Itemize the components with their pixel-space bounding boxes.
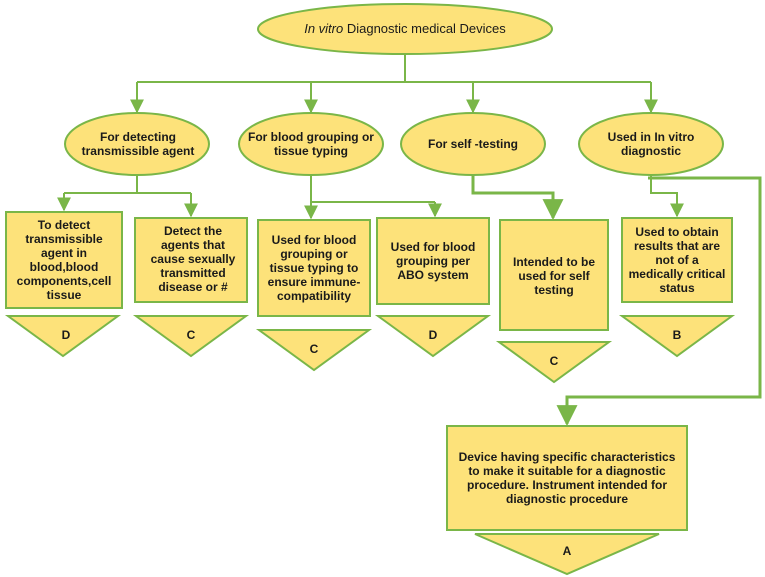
box-non-critical-results xyxy=(621,217,733,303)
box-device-characteristics xyxy=(446,425,688,531)
category-node-blood-grouping xyxy=(238,112,384,176)
box-abo-system xyxy=(376,217,490,305)
box-detect-transmissible xyxy=(5,211,123,309)
class-triangle-d-1 xyxy=(4,315,122,358)
connector-to-box-non-critical xyxy=(650,175,684,218)
category-node-in-vitro-diagnostic xyxy=(578,112,724,176)
class-triangle-c-2 xyxy=(255,329,373,372)
connector-to-box-device xyxy=(556,176,762,427)
box-self-testing xyxy=(499,219,609,331)
class-triangle-c-1 xyxy=(132,315,250,358)
class-triangle-b xyxy=(618,315,736,358)
category-node-self-testing xyxy=(400,112,546,176)
class-triangle-d-2 xyxy=(374,315,492,358)
connector-to-box-self-testing xyxy=(471,175,564,221)
category-node-transmissible xyxy=(64,112,210,176)
box-sexually-transmitted xyxy=(134,217,248,303)
class-triangle-a xyxy=(474,533,660,576)
class-triangle-c-3 xyxy=(495,341,613,384)
box-immune-compatibility xyxy=(257,219,371,317)
root-node xyxy=(257,3,553,55)
